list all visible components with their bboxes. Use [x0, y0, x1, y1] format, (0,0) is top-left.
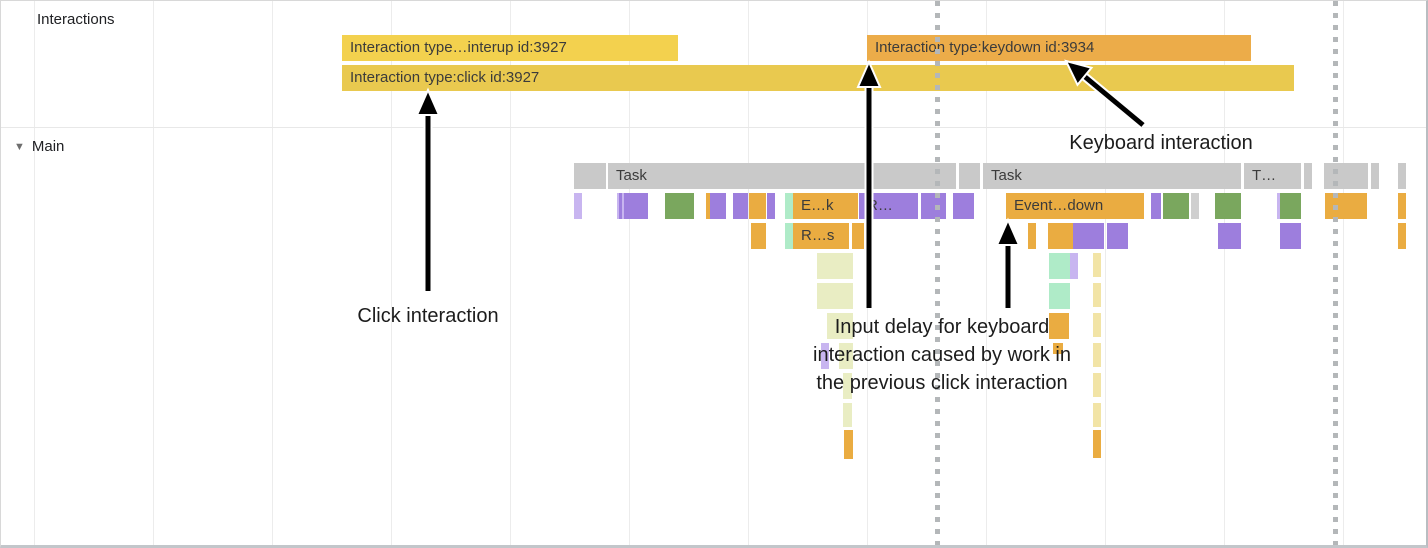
flame-bar[interactable] — [617, 193, 648, 219]
flame-bar[interactable] — [839, 343, 853, 369]
flame-bar[interactable]: E…k — [793, 193, 858, 219]
track-label-interactions: Interactions — [37, 11, 115, 28]
flame-bar[interactable] — [843, 373, 852, 399]
flame-bar[interactable] — [1049, 313, 1069, 339]
interaction-bar-pointerup[interactable]: Interaction type…interup id:3927 — [342, 35, 678, 61]
flame-bar[interactable] — [785, 193, 793, 219]
flame-bar[interactable] — [574, 163, 606, 189]
flame-bar[interactable] — [1163, 193, 1189, 219]
flame-bar[interactable] — [1048, 223, 1073, 249]
collapse-triangle-icon[interactable]: ▼ — [14, 141, 25, 153]
flame-bar[interactable] — [1324, 163, 1368, 189]
flame-bar[interactable] — [1325, 193, 1367, 219]
flame-bar[interactable]: Task — [608, 163, 956, 189]
flame-bar[interactable] — [1073, 223, 1104, 249]
flame-bar[interactable] — [921, 193, 946, 219]
gridline — [1343, 1, 1344, 545]
flame-bar[interactable] — [1280, 223, 1301, 249]
track-label-main: Main — [31, 138, 65, 155]
flame-bar[interactable]: R…s — [793, 223, 849, 249]
flame-bar[interactable] — [1280, 193, 1301, 219]
flame-bar[interactable] — [1093, 430, 1101, 458]
track-header-main[interactable]: ▼ Main — [14, 138, 64, 155]
flame-bar[interactable] — [665, 193, 694, 219]
flame-bar[interactable] — [1093, 253, 1101, 429]
flame-bar[interactable] — [1107, 223, 1128, 249]
flame-bar[interactable] — [710, 193, 726, 219]
flame-bar[interactable]: T… — [1244, 163, 1301, 189]
flame-bar[interactable] — [733, 193, 741, 219]
gridline — [1224, 1, 1225, 545]
flame-bar[interactable]: Event…down — [1006, 193, 1144, 219]
flame-bar[interactable] — [749, 193, 766, 219]
dotted-marker-line — [1333, 1, 1338, 545]
flame-bar[interactable] — [1218, 223, 1241, 249]
annotation-click-text: Click interaction — [357, 305, 499, 327]
flame-bar[interactable] — [1049, 283, 1070, 309]
gridline — [629, 1, 630, 545]
gridline — [510, 1, 511, 545]
flame-bar[interactable] — [1053, 343, 1063, 354]
flame-bar[interactable] — [844, 430, 853, 459]
flame-bar[interactable] — [751, 223, 766, 249]
gridline — [272, 1, 273, 545]
gridline — [391, 1, 392, 545]
annotation-keyboard-text: Keyboard interaction — [1069, 132, 1253, 154]
gridline — [153, 1, 154, 545]
flame-bar[interactable] — [1049, 253, 1070, 279]
flame-bar[interactable] — [817, 283, 853, 309]
flame-bar[interactable] — [1070, 253, 1078, 279]
track-separator — [1, 127, 1426, 128]
flame-bar[interactable] — [827, 313, 853, 339]
flame-bar[interactable] — [821, 343, 829, 369]
flame-bar[interactable] — [738, 193, 748, 219]
flame-bar[interactable] — [953, 193, 974, 219]
flame-bar[interactable] — [1215, 193, 1241, 219]
flame-bar[interactable] — [574, 193, 582, 219]
flame-bar[interactable] — [817, 253, 853, 279]
gridline — [748, 1, 749, 545]
gridline — [986, 1, 987, 545]
interaction-bar-keydown[interactable]: Interaction type:keydown id:3934 — [867, 35, 1251, 61]
flame-bar[interactable] — [785, 223, 793, 249]
flame-bar[interactable] — [843, 403, 852, 427]
flame-bar[interactable]: Task — [983, 163, 1241, 189]
flame-bar[interactable] — [1398, 223, 1406, 249]
flame-bar[interactable] — [1371, 163, 1379, 189]
flame-bar[interactable] — [1028, 223, 1036, 249]
annotation-input-delay-text: Input delay for keyboard interaction cau… — [813, 316, 1071, 394]
flame-bar[interactable] — [1398, 193, 1406, 219]
flame-bar[interactable] — [1304, 163, 1312, 189]
flame-bar[interactable] — [1151, 193, 1161, 219]
flame-bar[interactable] — [767, 193, 775, 219]
flame-bar[interactable] — [1191, 193, 1199, 219]
gridline — [1105, 1, 1106, 545]
dotted-marker-line — [935, 1, 940, 545]
flame-bar[interactable] — [959, 163, 980, 189]
flame-bar[interactable] — [856, 223, 864, 249]
flame-bar[interactable] — [1398, 163, 1406, 189]
gridline — [34, 1, 35, 545]
